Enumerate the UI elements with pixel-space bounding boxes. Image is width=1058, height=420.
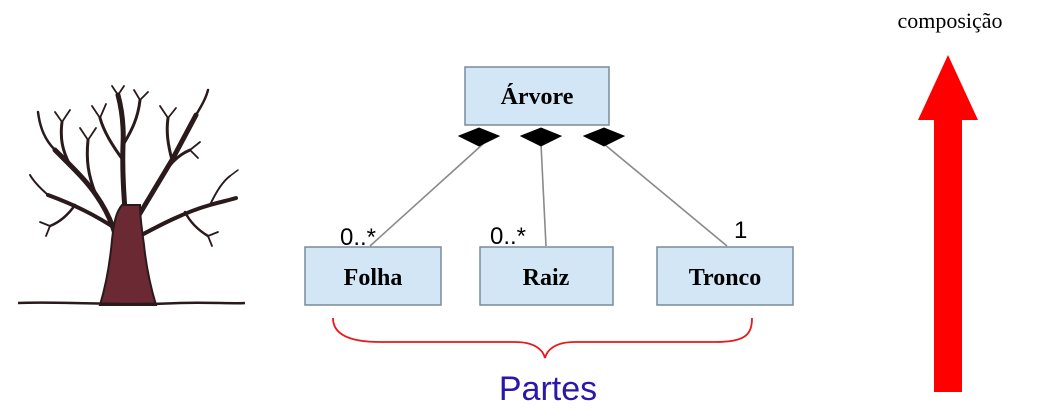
tree-icon bbox=[15, 85, 246, 330]
class-box-raiz: Raiz bbox=[479, 246, 614, 306]
multiplicity-tronco: 1 bbox=[734, 217, 747, 244]
association-line-raiz bbox=[540, 143, 547, 247]
class-box-folha: Folha bbox=[304, 246, 442, 306]
composition-diamond-icon bbox=[457, 127, 501, 147]
multiplicity-raiz: 0..* bbox=[490, 223, 526, 250]
association-line-tronco bbox=[603, 143, 728, 247]
class-label-raiz: Raiz bbox=[523, 265, 570, 291]
composition-arrow-icon bbox=[918, 55, 978, 392]
composition-diamond-icon bbox=[519, 127, 563, 147]
composition-diamond-icon bbox=[582, 127, 626, 147]
class-label-arvore: Árvore bbox=[501, 84, 574, 110]
multiplicity-folha: 0..* bbox=[340, 224, 376, 251]
class-label-folha: Folha bbox=[344, 265, 403, 291]
composition-label: composição bbox=[897, 8, 1002, 33]
association-line-folha bbox=[369, 143, 484, 247]
class-box-tronco: Tronco bbox=[656, 246, 794, 306]
class-box-arvore: Árvore bbox=[464, 66, 610, 126]
parts-brace bbox=[332, 317, 753, 359]
class-label-tronco: Tronco bbox=[689, 265, 761, 291]
parts-label: Partes bbox=[499, 370, 597, 408]
